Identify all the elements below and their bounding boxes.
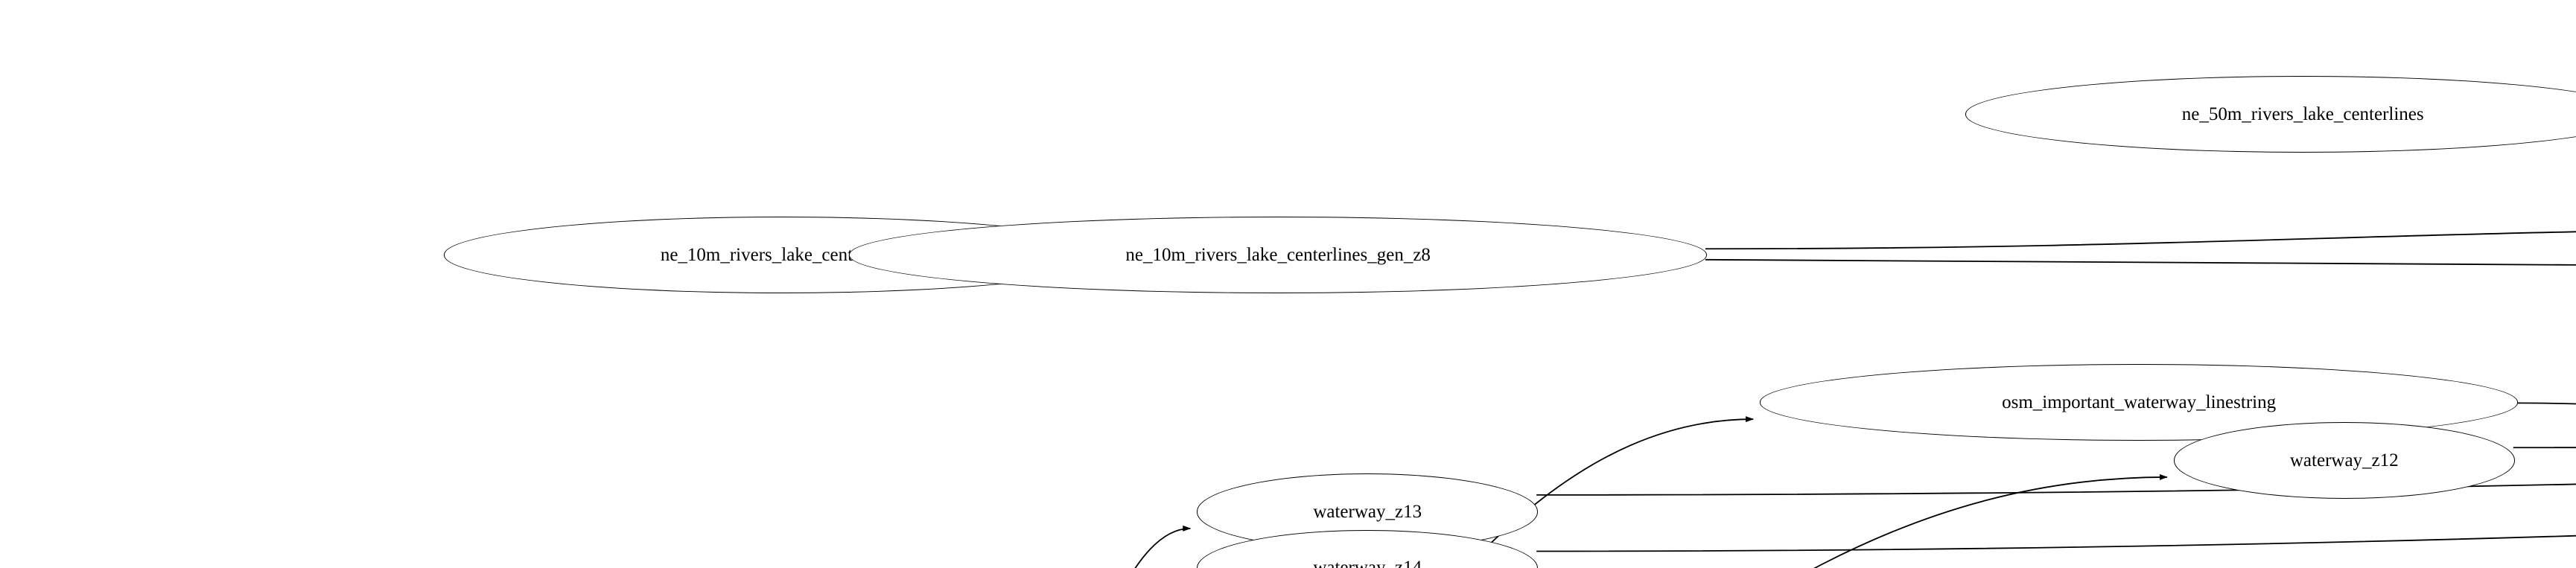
graph-node-label: ne_10m_rivers_lake_centerlines_gen_z8 <box>1125 245 1431 266</box>
graph-node-label: osm_important_waterway_linestring <box>2002 392 2277 413</box>
graph-node-label: waterway_z13 <box>1313 501 1422 522</box>
graph-edge-waterway_z12-to-layer_waterway.z12 <box>2513 447 2576 449</box>
graph-node-ne-10m-rivers-lake-centerlines-gen-z8[interactable]: ne_10m_rivers_lake_centerlines_gen_z8 <box>849 217 1707 293</box>
graph-edge-ne_10m_rivers_lake_centerlines_gen_z8-to-waterway_z8 <box>1705 258 2576 264</box>
graph-node-label: waterway_z14 <box>1313 558 1422 568</box>
graph-node-label: waterway_z12 <box>2289 450 2399 470</box>
graph-node-ne-50m-rivers-lake-centerlines[interactable]: ne_50m_rivers_lake_centerlines <box>1965 76 2576 153</box>
graph-node-waterway-z12[interactable]: waterway_z12 <box>2173 422 2515 499</box>
graph-edge-osm_waterway_linestring-to-waterway_z13 <box>1134 525 1192 568</box>
graph-edge-osm_waterway_linestring-to-waterway_z12 <box>1813 473 2168 568</box>
graph-edge-osm_important_waterway_linestring-to-osm_important_waterway_linestring_gen_z11 <box>2516 402 2576 405</box>
graph-edge-ne_10m_rivers_lake_centerlines_gen_z8-to-ne_10m_rivers_lake_centerlines_gen_z7 <box>1705 231 2576 250</box>
graph-node-label: ne_50m_rivers_lake_centerlines <box>2181 103 2424 124</box>
